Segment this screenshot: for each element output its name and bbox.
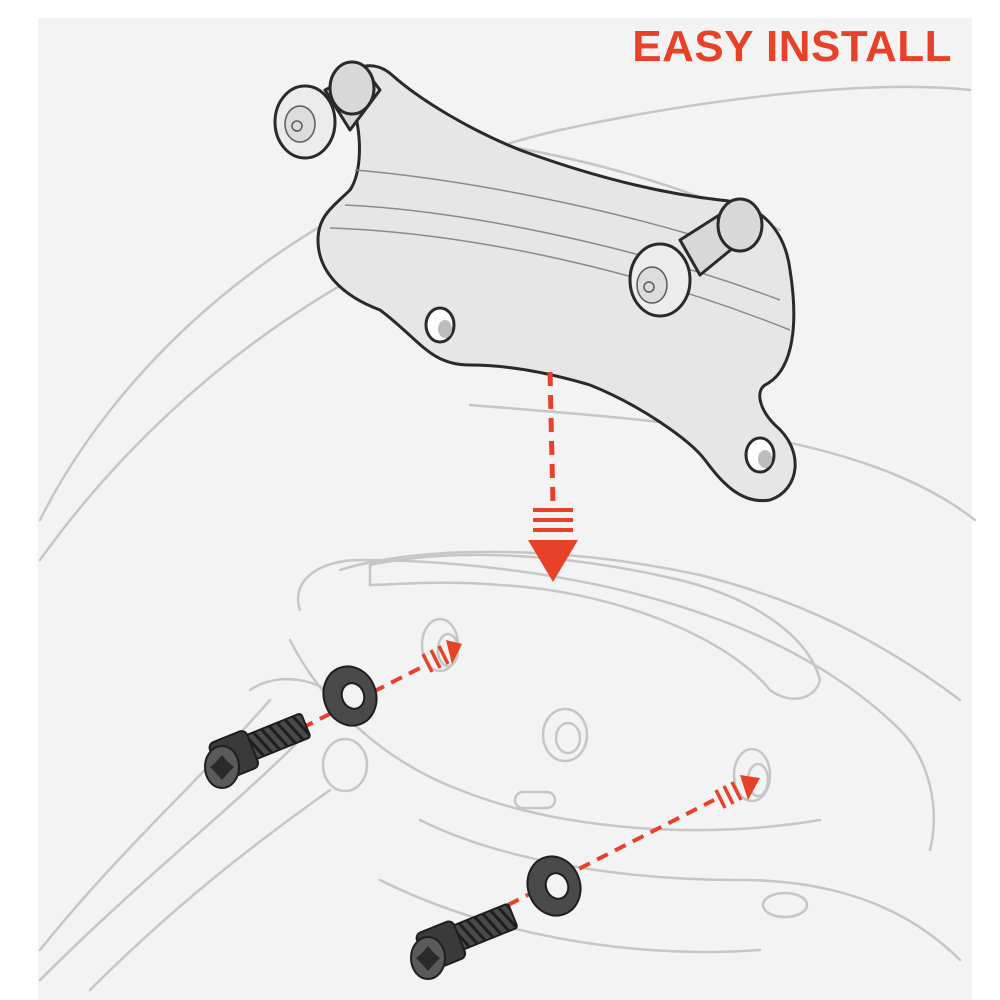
frame-slot-lower xyxy=(761,891,809,919)
mounting-bracket-icon xyxy=(273,60,797,503)
rail-top xyxy=(338,550,962,702)
frame-hole-right xyxy=(732,747,772,803)
bolt-lower-icon xyxy=(410,903,518,980)
bracket-line-2 xyxy=(329,227,791,331)
bracket-plate xyxy=(316,64,797,503)
frame-tube-2 xyxy=(38,738,302,982)
bracket-post-right xyxy=(628,197,764,318)
bolt-upper-icon xyxy=(204,713,311,789)
frame-hole-center-inner xyxy=(554,721,582,755)
direction-arrow-down-icon xyxy=(528,371,578,582)
direction-arrow-lower-icon xyxy=(507,775,760,907)
easy-install-headline: EASY INSTALL xyxy=(632,22,952,71)
frame-hole-center xyxy=(541,707,589,763)
rail-slot xyxy=(368,553,822,700)
bracket-post-left xyxy=(273,60,382,160)
washer-lower-icon xyxy=(526,855,582,917)
frame-slot xyxy=(513,790,557,810)
bracket-line-1 xyxy=(344,204,781,301)
frame-tube-3 xyxy=(88,788,332,992)
bracket-hole-center-shadow xyxy=(438,320,452,338)
side-plate-2 xyxy=(378,878,762,954)
side-plate xyxy=(418,818,962,962)
bracket-hole-tab-shadow xyxy=(758,450,772,468)
washer-upper-icon xyxy=(322,665,378,727)
frame-body xyxy=(296,558,935,852)
frame-hole-left xyxy=(321,737,369,793)
